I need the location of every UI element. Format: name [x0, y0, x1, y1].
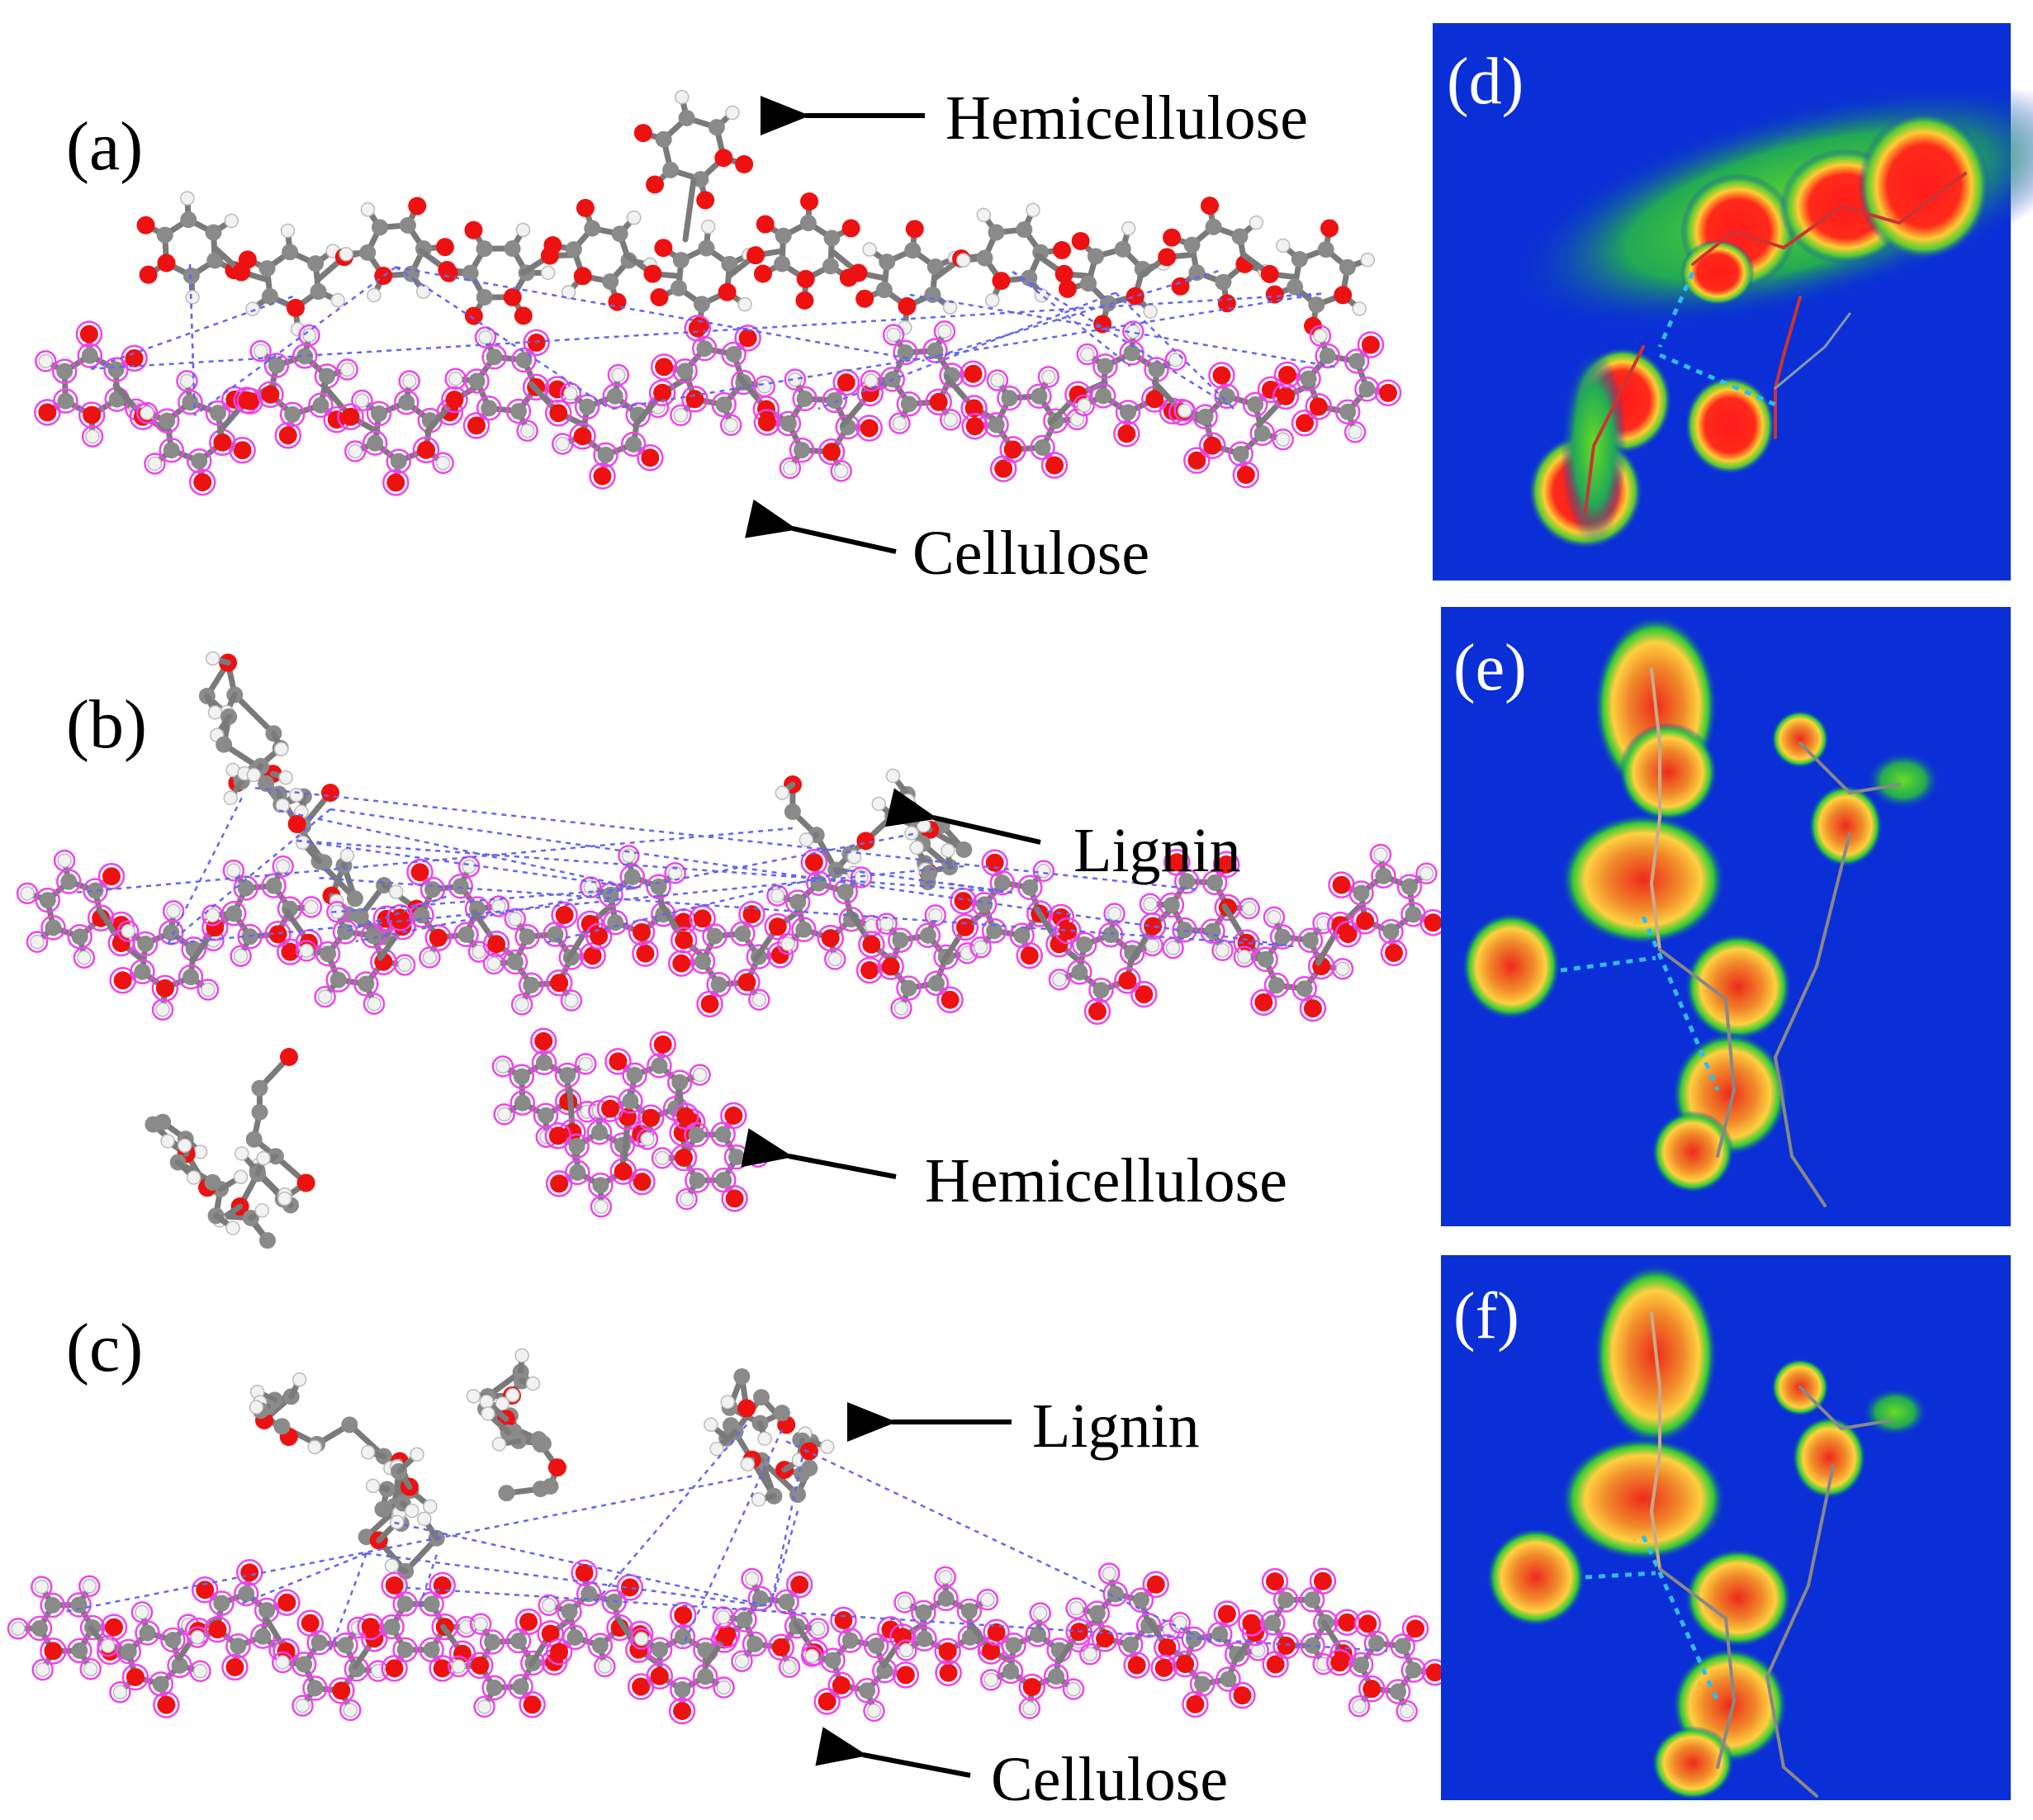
panel-label-c: (c) [66, 1310, 143, 1386]
annotation-c-cellulose: Cellulose [991, 1745, 1228, 1814]
arrow-b-lignin [884, 788, 1041, 845]
arrow-b-hemicellulose [741, 1128, 897, 1179]
annotation-c-lignin: Lignin [1032, 1391, 1200, 1461]
arrow-a-cellulose [745, 499, 897, 554]
molecule-model-c [7, 1348, 1448, 1725]
density-map-e [1441, 607, 2011, 1226]
annotation-a-cellulose: Cellulose [912, 519, 1149, 588]
panel-label-f: (f) [1453, 1280, 1519, 1353]
annotation-a-hemicellulose: Hemicellulose [945, 83, 1308, 153]
density-map-f [1441, 1255, 2011, 1800]
annotation-b-lignin: Lignin [1073, 816, 1241, 885]
molecule-model-a [34, 89, 1402, 496]
panel-label-b: (b) [66, 686, 147, 763]
panel-label-d: (d) [1447, 45, 1524, 118]
arrow-c-cellulose [815, 1727, 971, 1778]
panel-label-a: (a) [66, 108, 143, 185]
annotation-b-hemicellulose: Hemicellulose [925, 1146, 1287, 1216]
density-map-d [1433, 23, 2033, 581]
panel-label-e: (e) [1453, 632, 1527, 704]
